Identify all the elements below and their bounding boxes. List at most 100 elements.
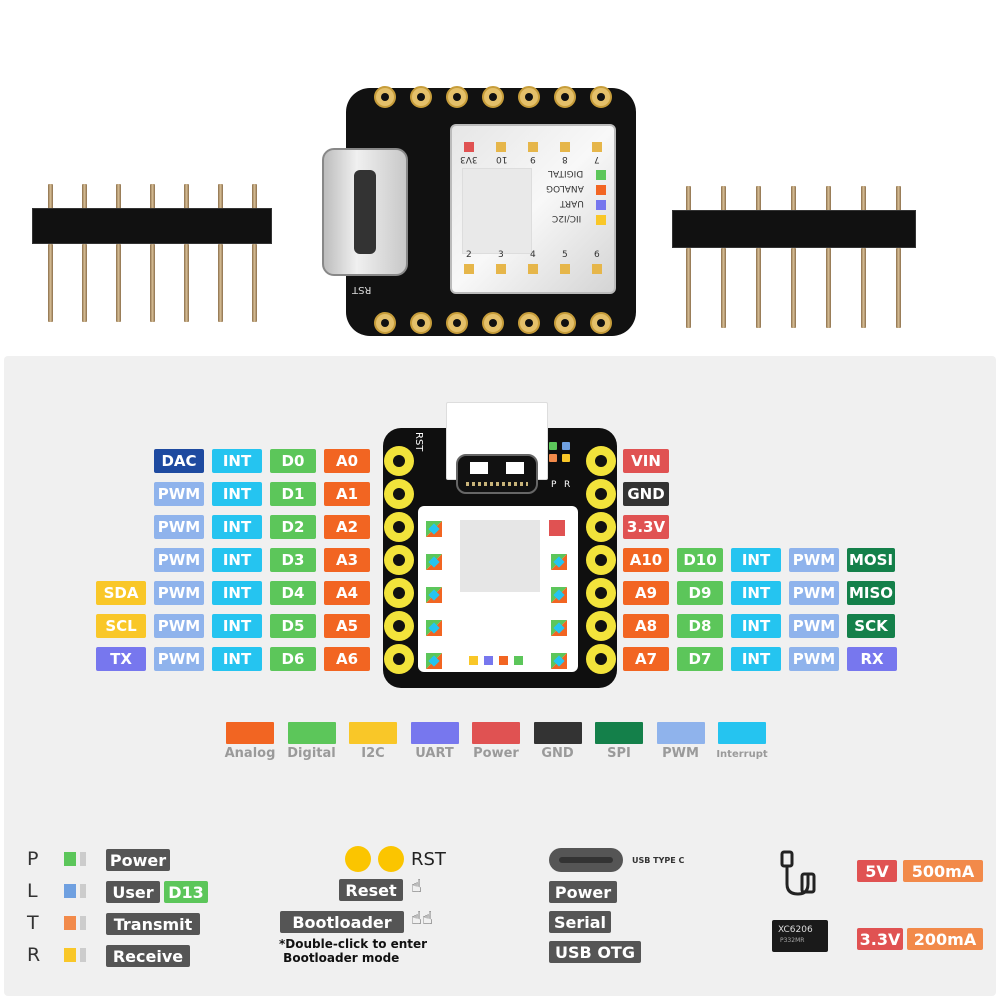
legend-label-pwm: PWM [662,746,699,761]
pad-left-2 [384,512,414,542]
led-label-p: P [551,480,557,490]
pin-label-right-5-2: INT [731,614,781,638]
usb-c-port [456,454,538,494]
shield-label-bottom-0: 2 [466,250,472,260]
legend-swatch-interrupt [718,722,766,744]
reset-label: Reset [339,879,403,901]
pad-right-4 [586,578,616,608]
legend-label-power: Power [473,746,519,761]
pin-label-left-3-0: PWM [154,548,204,572]
spec-current-500ma: 500mA [903,860,983,882]
pin-label-right-0-0: VIN [623,449,669,473]
pin-label-right-1-0: GND [623,482,669,506]
usb-feature-serial: Serial [549,911,611,933]
pin-label-right-4-0: A9 [623,581,669,605]
shield-label-top-3: 8 [562,154,568,164]
pin-label-right-2-0: 3.3V [623,515,669,539]
pin-marker-right-2 [551,620,567,636]
pin-label-right-3-1: D10 [677,548,723,572]
legend-swatch-i2c [349,722,397,744]
pin-label-left-5-1: PWM [154,614,204,638]
pin-label-right-3-3: PWM [789,548,839,572]
led-label-r: R [564,480,571,490]
legend-label-digital: Digital [287,746,336,761]
legend-label-interrupt: Interrupt [716,749,768,760]
pin-label-left-5-3: D5 [270,614,316,638]
shield-legend-i2c: IIC/I2C [552,213,582,223]
regulator-chip-icon: XC6206 P332MR [772,920,828,952]
usb-cable-icon [778,850,824,900]
pin-label-left-2-3: A2 [324,515,370,539]
shield-legend-digital: DIGITAL [548,168,584,178]
pin-label-left-3-1: INT [212,548,262,572]
rst-label: RST [411,849,446,870]
legend-swatch-gnd [533,722,582,744]
shield-label-top-1: 10 [496,154,508,164]
legend-label-spi: SPI [607,746,631,761]
led-letter-p: P [27,848,39,870]
shield-label-top-0: 3V3 [460,154,478,164]
legend-swatch-spi [595,722,643,744]
chip-label: XC6206 [778,925,813,935]
pin-label-right-6-3: PWM [789,647,839,671]
pin-label-right-4-1: D9 [677,581,723,605]
led-color-t [64,916,76,930]
led-extra-d13: D13 [164,881,208,903]
pin-label-left-5-4: A5 [324,614,370,638]
pad-right-5 [586,611,616,641]
pad-right-3 [586,545,616,575]
led-body-p [80,852,86,866]
pin-marker-left-4 [426,653,442,669]
pin-label-left-2-1: INT [212,515,262,539]
shield-label-bottom-1: 3 [498,250,504,260]
pin-label-left-6-3: D6 [270,647,316,671]
bootloader-label: Bootloader [280,911,404,933]
spec-voltage-5v: 5V [857,860,897,882]
pin-label-right-3-4: MOSI [847,548,895,572]
pin-label-left-5-2: INT [212,614,262,638]
pin-label-left-3-2: D3 [270,548,316,572]
legend-swatch-power [472,722,520,744]
double-tap-icon: ☝☝ [411,908,433,929]
pin-label-right-6-0: A7 [623,647,669,671]
led-letter-t: T [27,912,39,934]
pin-label-right-5-1: D8 [677,614,723,638]
pin-label-right-5-4: SCK [847,614,895,638]
pin-label-left-1-2: D1 [270,482,316,506]
pin-label-right-3-2: INT [731,548,781,572]
pin-label-left-4-0: SDA [96,581,146,605]
pin-label-left-1-3: A1 [324,482,370,506]
usb-type-label: USB TYPE C [632,856,685,865]
legend-label-i2c: I2C [361,746,385,761]
usb-c-connector-photo [322,148,408,276]
led-color-p [64,852,76,866]
tap-icon: ☝ [411,876,422,897]
pin-label-left-0-1: INT [212,449,262,473]
pin-marker-left-2 [426,587,442,603]
pin-marker-left-3 [426,620,442,636]
spec-voltage-3v3: 3.3V [857,928,903,950]
led-letter-r: R [27,944,41,966]
usb-feature-power: Power [549,881,617,903]
usb-type-c-icon [549,848,623,872]
shield-label-top-4: 7 [594,154,600,164]
pin-label-left-4-4: A4 [324,581,370,605]
pin-label-left-2-0: PWM [154,515,204,539]
pin-label-left-5-0: SCL [96,614,146,638]
pin-label-left-4-2: INT [212,581,262,605]
led-body-l [80,884,86,898]
pad-left-5 [384,611,414,641]
shield-label-bottom-3: 5 [562,250,568,260]
usb-feature-otg: USB OTG [549,941,641,963]
pin-marker-right-1 [551,587,567,603]
pin-label-left-1-1: INT [212,482,262,506]
pin-label-left-4-1: PWM [154,581,204,605]
shield-legend-uart: UART [560,198,584,208]
pad-left-3 [384,545,414,575]
pin-label-left-4-3: D4 [270,581,316,605]
led-body-r [80,948,86,962]
pin-label-left-6-0: TX [96,647,146,671]
pin-label-left-1-0: PWM [154,482,204,506]
pad-right-0 [586,446,616,476]
pin-label-left-6-2: INT [212,647,262,671]
